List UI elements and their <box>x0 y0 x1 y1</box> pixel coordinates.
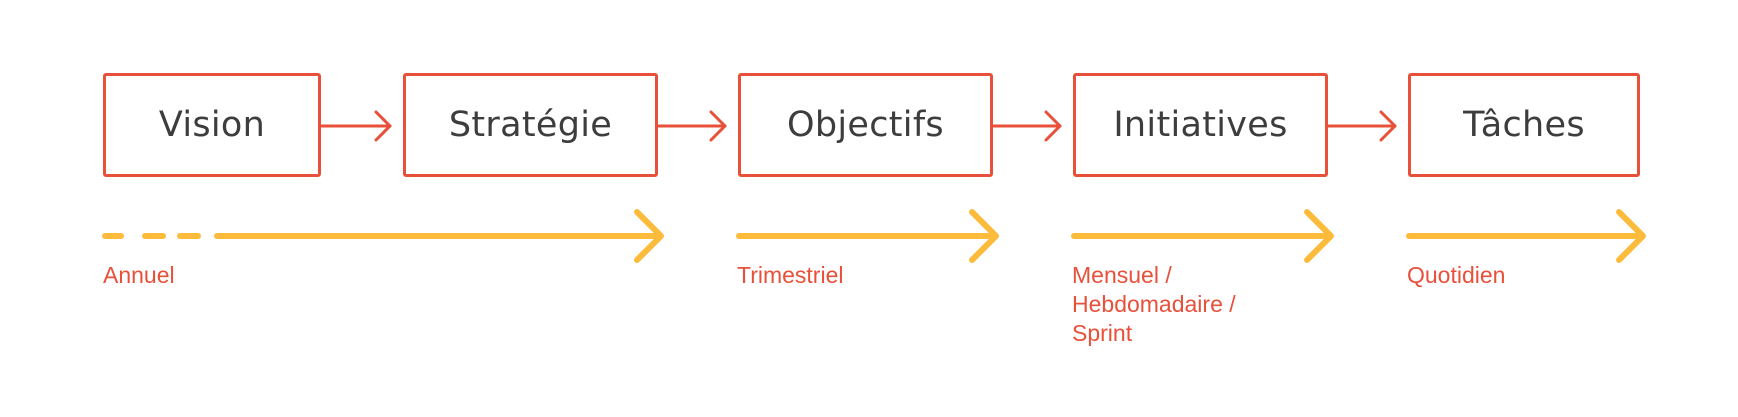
cadence-label-quarterly: Trimestriel <box>737 262 844 288</box>
stage-objectifs: Objectifs <box>738 73 993 177</box>
stage-arrow <box>1325 110 1397 142</box>
cadence-label-annual: Annuel <box>103 262 175 288</box>
cadence-label-daily: Quotidien <box>1407 262 1506 288</box>
stage-arrow <box>318 110 392 142</box>
stage-arrow <box>655 110 727 142</box>
stage-strategie: Stratégie <box>403 73 658 177</box>
stage-label: Stratégie <box>448 105 613 145</box>
stage-initiatives: Initiatives <box>1073 73 1328 177</box>
stage-arrow <box>990 110 1062 142</box>
stage-vision: Vision <box>103 73 321 177</box>
stage-label: Initiatives <box>1113 105 1288 145</box>
stage-taches: Tâches <box>1408 73 1640 177</box>
timeline-arrow-annual <box>102 209 664 263</box>
timeline-arrow-monthly <box>1071 209 1334 263</box>
stage-label: Tâches <box>1463 105 1585 145</box>
timeline-arrow-daily <box>1406 209 1646 263</box>
stage-label: Objectifs <box>787 105 944 145</box>
cadence-label-monthly: Mensuel / Hebdomadaire / Sprint <box>1072 262 1236 346</box>
timeline-arrow-quarterly <box>736 209 999 263</box>
stage-label: Vision <box>158 105 266 145</box>
